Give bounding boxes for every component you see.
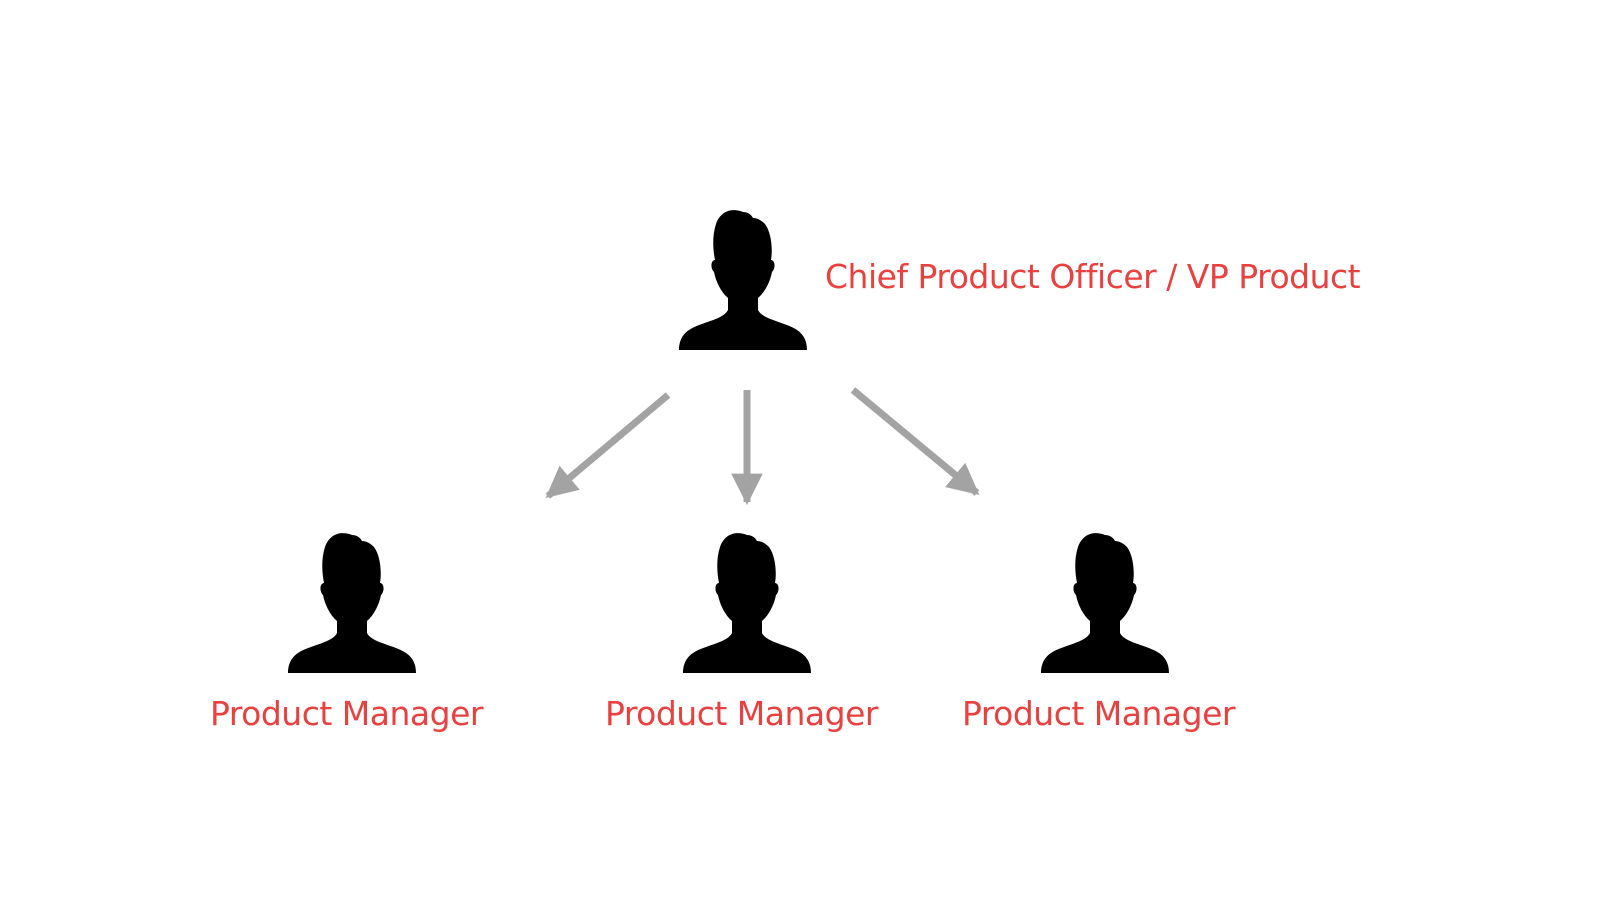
arrow-to-right	[850, 387, 980, 496]
arrow-to-left	[545, 392, 671, 499]
right-person-icon	[1041, 533, 1169, 673]
middle-person-icon	[683, 533, 811, 673]
top-node-label: Chief Product Officer / VP Product	[825, 257, 1361, 296]
right-node-label: Product Manager	[962, 694, 1235, 733]
top-person-icon	[679, 210, 807, 350]
middle-node-label: Product Manager	[605, 694, 878, 733]
left-person-icon	[288, 533, 416, 673]
left-node-label: Product Manager	[210, 694, 483, 733]
